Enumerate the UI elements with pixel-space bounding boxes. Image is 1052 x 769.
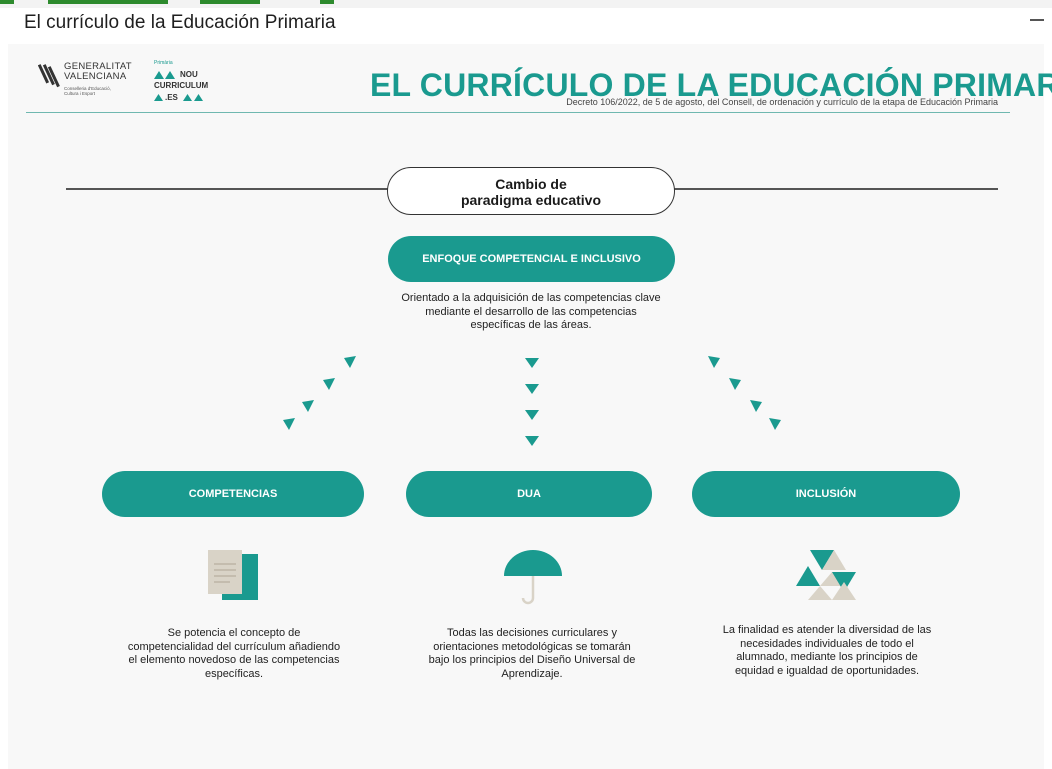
inclusion-desc-line: La finalidad es atender la diversidad de… <box>722 624 932 636</box>
paradigm-line-left <box>66 188 388 190</box>
approach-desc-line: mediante el desarrollo de las competenci… <box>425 305 637 318</box>
triangles-icon <box>796 550 856 600</box>
paradigm-box: Cambio de paradigma educativo <box>387 167 675 215</box>
arrow-right-diagonal <box>708 356 781 430</box>
generalitat-line2: VALENCIANA <box>64 71 127 82</box>
competencias-desc-line: Se potencia el concepto de <box>167 627 301 639</box>
approach-desc-line: Orientado a la adquisición de las compet… <box>401 292 661 304</box>
nou-triangles-icon <box>154 71 175 79</box>
competencias-description: Se potencia el concepto de competenciali… <box>106 627 362 681</box>
competencias-pill[interactable]: COMPETENCIAS <box>102 471 364 517</box>
competencias-desc-line: específicas. <box>204 667 264 680</box>
nou-end-triangles-icon <box>183 94 203 101</box>
generalitat-name: GENERALITAT VALENCIANA <box>64 62 132 82</box>
nou-line3: .ES <box>165 93 178 102</box>
nou-line1: NOU <box>180 70 198 79</box>
top-strip <box>0 0 1052 8</box>
competencias-desc-line: competencialidad del currículum añadiend… <box>127 640 341 653</box>
decree-subtitle: Decreto 106/2022, de 5 de agosto, del Co… <box>566 97 998 107</box>
top-strip-mark <box>0 0 14 4</box>
generalitat-line1: GENERALITAT <box>64 61 132 72</box>
dua-description: Todas las decisiones curriculares y orie… <box>404 627 660 681</box>
minimize-button[interactable] <box>1028 10 1046 28</box>
nou-small-triangle-icon <box>154 94 163 101</box>
inclusion-desc-line: necesidades individuales de todo el <box>740 637 914 650</box>
inclusion-pill[interactable]: INCLUSIÓN <box>692 471 960 517</box>
paradigm-line-right <box>674 188 998 190</box>
paradigm-line2: paradigma educativo <box>460 192 602 208</box>
inclusion-desc-line: equidad e igualdad de oportunidades. <box>734 664 920 677</box>
top-strip-mark <box>320 0 334 4</box>
dua-desc-line: orientaciones metodológicas se tomarán <box>433 640 631 653</box>
paradigm-line1: Cambio de <box>495 176 567 192</box>
nou-curriculum-logo: Primària NOU CURRICULUM .ES <box>150 60 230 106</box>
slide-canvas <box>8 44 1044 769</box>
umbrella-icon <box>504 550 562 605</box>
generalitat-logo: GENERALITAT VALENCIANA Conselleria d'Edu… <box>38 62 138 112</box>
document-icon <box>208 550 258 600</box>
conselleria-line1: Conselleria d'Educació, <box>64 86 111 91</box>
inclusion-desc-line: alumnado, mediante los principios de <box>736 651 918 663</box>
top-strip-mark <box>48 0 168 4</box>
nou-line2: CURRICULUM <box>154 81 209 90</box>
window-title: El currículo de la Educación Primaria <box>24 12 336 33</box>
nou-curriculum-small: Primària <box>154 60 173 66</box>
approach-description: Orientado a la adquisición de las compet… <box>378 292 684 333</box>
dua-pill[interactable]: DUA <box>406 471 652 517</box>
dua-desc-line: bajo los principios del Diseño Universal… <box>428 654 636 666</box>
generalitat-emblem-icon <box>38 64 60 88</box>
header-divider <box>26 112 1010 113</box>
dua-desc-line: Todas las decisiones curriculares y <box>447 627 617 639</box>
page-title: EL CURRÍCULO DE LA EDUCACIÓN PRIMARIA <box>370 67 1052 103</box>
arrow-down-center <box>525 358 539 446</box>
arrow-left-diagonal <box>283 356 356 430</box>
conselleria-text: Conselleria d'Educació, Cultura i Esport <box>64 86 124 96</box>
approach-desc-line: específicas de las áreas. <box>470 319 592 331</box>
conselleria-line2: Cultura i Esport <box>64 91 96 96</box>
competencias-desc-line: el elemento novedoso de las competencias <box>128 654 340 666</box>
top-strip-mark <box>200 0 260 4</box>
approach-pill[interactable]: ENFOQUE COMPETENCIAL E INCLUSIVO <box>388 236 675 282</box>
dua-desc-line: Aprendizaje. <box>501 667 563 680</box>
inclusion-description: La finalidad es atender la diversidad de… <box>700 624 954 678</box>
